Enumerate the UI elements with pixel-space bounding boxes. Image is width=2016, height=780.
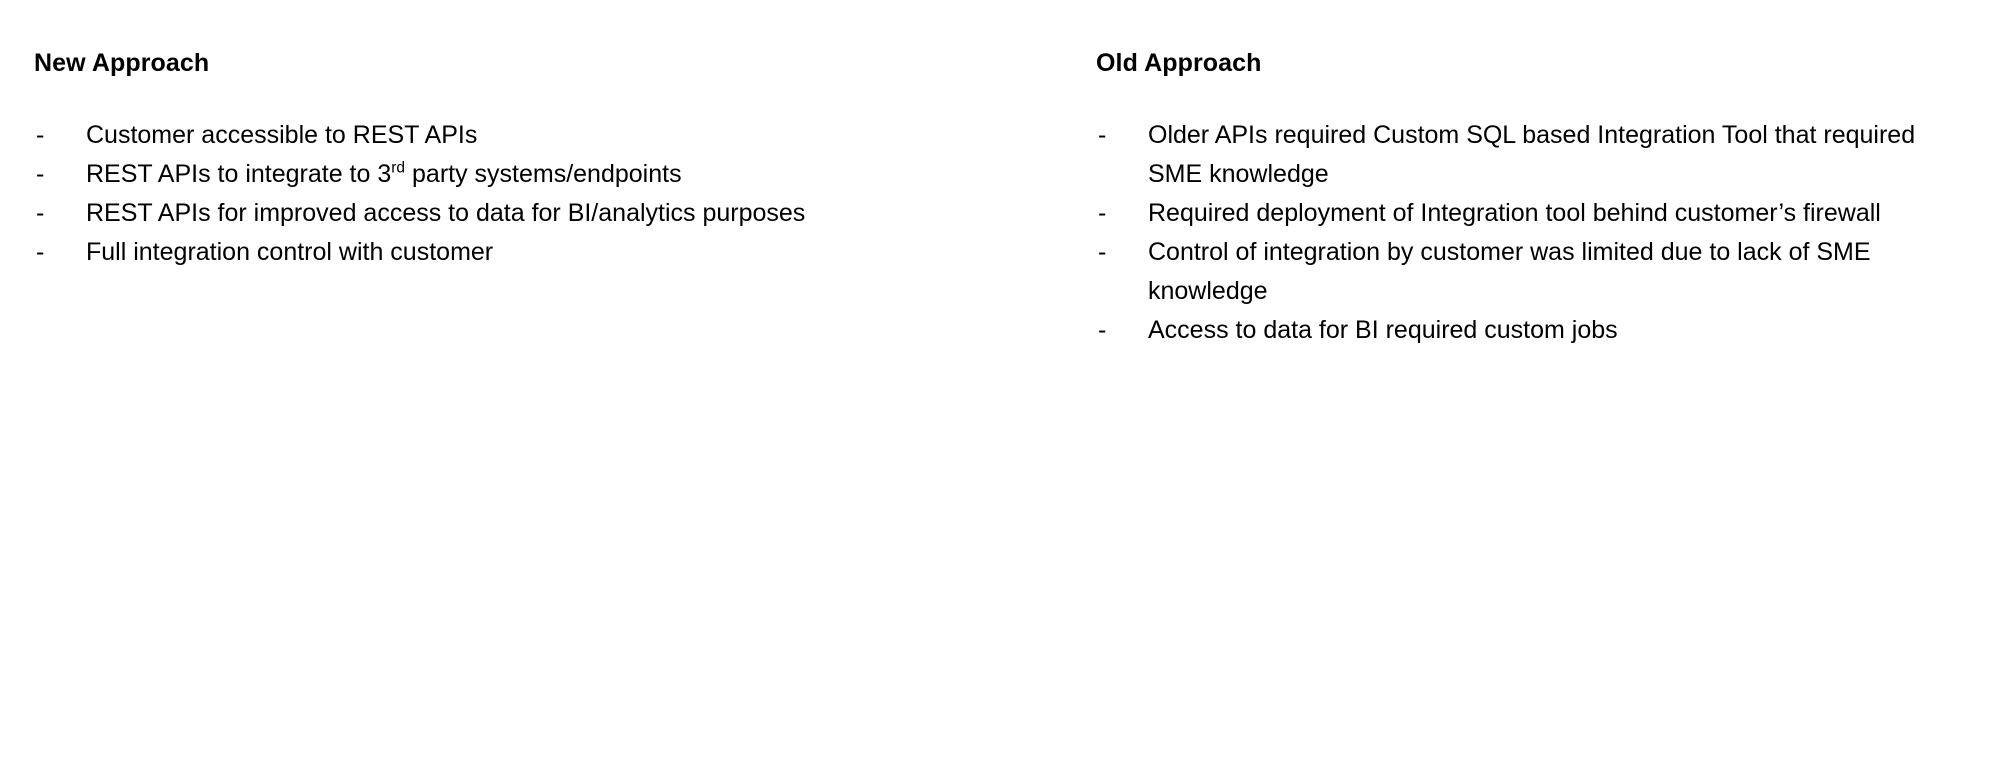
list-item: - Required deployment of Integration too… bbox=[1096, 194, 1956, 233]
bullet-text: REST APIs to integrate to 3rd party syst… bbox=[86, 155, 824, 194]
list-item: - Control of integration by customer was… bbox=[1096, 233, 1956, 311]
bullet-text-pre: REST APIs for improved access to data fo… bbox=[86, 198, 806, 227]
list-item: - Full integration control with customer bbox=[34, 233, 824, 272]
bullet-marker-icon: - bbox=[36, 159, 45, 188]
bullet-text: Older APIs required Custom SQL based Int… bbox=[1148, 116, 1956, 194]
bullet-marker-icon: - bbox=[36, 120, 45, 149]
list-item: - REST APIs to integrate to 3rd party sy… bbox=[34, 155, 824, 194]
list-item: - Access to data for BI required custom … bbox=[1096, 311, 1956, 350]
bullet-marker-icon: - bbox=[36, 198, 45, 227]
bullet-text: REST APIs for improved access to data fo… bbox=[86, 194, 824, 233]
architecture-diagram: JOYN OG APIs Source System bbox=[0, 400, 2016, 780]
bullet-text-superscript: rd bbox=[391, 159, 406, 177]
column-old-approach: Old Approach - Older APIs required Custo… bbox=[1096, 49, 1956, 350]
bullet-list-new-approach: - Customer accessible to REST APIs - RES… bbox=[34, 116, 824, 272]
bullet-text-pre: REST APIs to integrate to 3 bbox=[86, 159, 392, 188]
column-new-approach: New Approach - Customer accessible to RE… bbox=[34, 49, 824, 272]
bullet-text: Customer accessible to REST APIs bbox=[86, 116, 824, 155]
list-item: - Customer accessible to REST APIs bbox=[34, 116, 824, 155]
bullet-list-old-approach: - Older APIs required Custom SQL based I… bbox=[1096, 116, 1956, 350]
bullet-text-pre: Access to data for BI required custom jo… bbox=[1148, 315, 1618, 344]
bullet-marker-icon: - bbox=[36, 237, 45, 266]
bullet-marker-icon: - bbox=[1098, 198, 1107, 227]
bullet-text-pre: Customer accessible to REST APIs bbox=[86, 120, 478, 149]
bullet-text: Access to data for BI required custom jo… bbox=[1148, 311, 1956, 350]
bullet-text-pre: Control of integration by customer was l… bbox=[1148, 237, 1871, 305]
bullet-text-pre: Older APIs required Custom SQL based Int… bbox=[1148, 120, 1916, 188]
bullet-text: Full integration control with customer bbox=[86, 233, 824, 272]
bullet-text: Required deployment of Integration tool … bbox=[1148, 194, 1956, 233]
list-item: - REST APIs for improved access to data … bbox=[34, 194, 824, 233]
bullet-text-pre: Required deployment of Integration tool … bbox=[1148, 198, 1881, 227]
bullet-marker-icon: - bbox=[1098, 237, 1107, 266]
bullet-text-pre: Full integration control with customer bbox=[86, 237, 494, 266]
bullet-text-post: party systems/endpoints bbox=[405, 159, 682, 188]
bullet-marker-icon: - bbox=[1098, 120, 1107, 149]
page-title-new-approach: New Approach bbox=[34, 49, 210, 77]
list-item: - Older APIs required Custom SQL based I… bbox=[1096, 116, 1956, 194]
bullet-text: Control of integration by customer was l… bbox=[1148, 233, 1956, 311]
bullet-marker-icon: - bbox=[1098, 315, 1107, 344]
page-title-old-approach: Old Approach bbox=[1096, 49, 1262, 77]
